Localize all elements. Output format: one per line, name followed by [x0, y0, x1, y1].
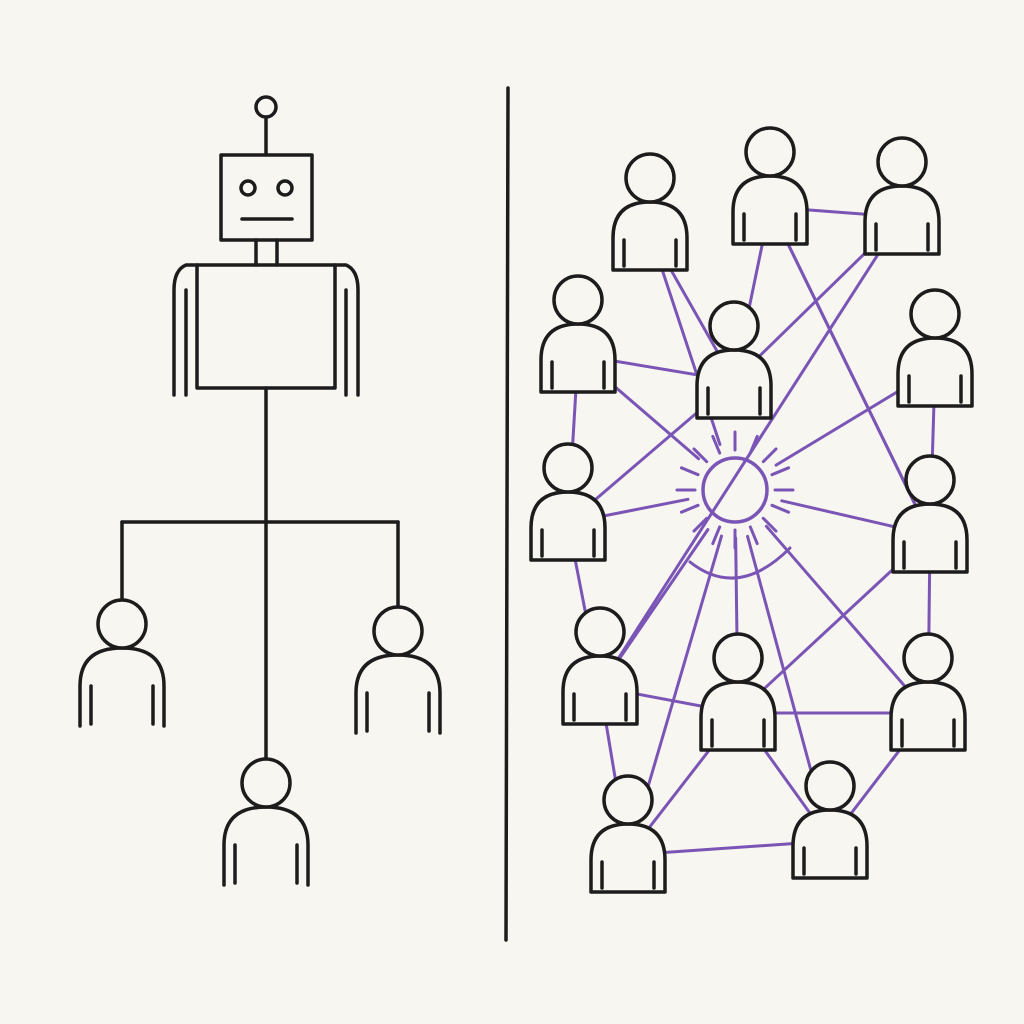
hierarchy-person-icon: [78, 598, 166, 728]
network-person-icon: [539, 274, 617, 394]
network-person-icon: [699, 632, 777, 752]
hub-ray: [692, 447, 709, 464]
network-person-icon: [731, 126, 809, 246]
network-person-icon: [791, 760, 869, 880]
hub-ray: [770, 466, 791, 477]
network-edge: [768, 205, 932, 537]
hub-spoke: [604, 528, 710, 681]
hub-ray: [748, 434, 759, 455]
hub-arc: [688, 546, 792, 580]
network-person-icon: [589, 774, 667, 894]
hub-ray: [711, 434, 722, 455]
hub-ray: [761, 516, 778, 533]
hub-ray: [711, 525, 722, 546]
network-person-icon: [891, 454, 969, 574]
network-person-icon: [561, 606, 639, 726]
hierarchy-lines: [120, 386, 400, 760]
network-person-icon: [863, 136, 941, 256]
hub-ray: [692, 516, 709, 533]
hub-spoke: [764, 524, 923, 707]
hub-ray: [679, 503, 700, 514]
robot-icon: [172, 95, 360, 397]
divider-line: [504, 86, 510, 942]
network-hub: [701, 456, 769, 524]
hub-ray: [761, 447, 778, 464]
hierarchy-person-icon: [222, 757, 310, 887]
hub-ray: [770, 503, 791, 514]
network-person-icon: [695, 300, 773, 420]
network-person-icon: [896, 288, 974, 408]
hierarchy-person-icon: [354, 605, 442, 735]
network-person-icon: [611, 152, 689, 272]
network-person-icon: [889, 632, 967, 752]
hub-ray: [748, 525, 759, 546]
network-person-icon: [529, 442, 607, 562]
hub-ray: [679, 466, 700, 477]
